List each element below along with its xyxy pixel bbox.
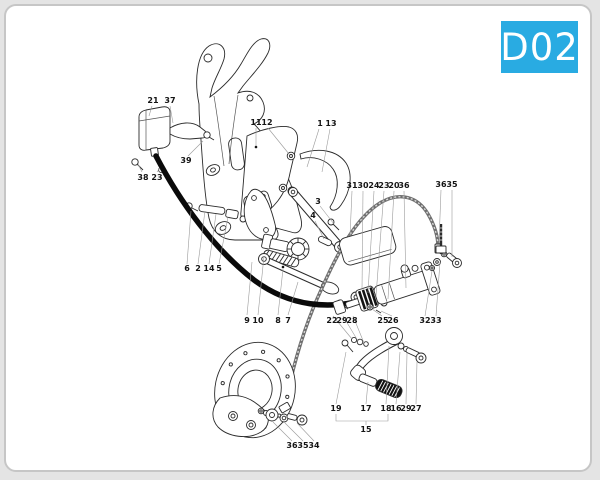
footpeg-assembly (243, 188, 340, 295)
part-label-17: 17 (360, 404, 371, 413)
reservoir-hose (153, 153, 371, 308)
part-label-4: 4 (310, 211, 316, 220)
part-label-18: 18 (380, 404, 392, 413)
pivot-bolt-27 (405, 347, 427, 364)
part-label-28: 28 (346, 316, 358, 325)
part-label-26: 26 (387, 316, 399, 325)
part-label-21: 21 (147, 96, 159, 105)
part-label-13: 13 (325, 119, 336, 128)
part-label-15: 15 (360, 425, 372, 434)
leader-lines (137, 105, 453, 442)
page-code-badge: D02 (500, 21, 578, 73)
part-label-8: 8 (275, 316, 281, 325)
part-label-36c: 36 (286, 441, 298, 450)
part-label-7: 7 (285, 316, 291, 325)
part-label-35b: 35 (297, 441, 309, 450)
part-label-16: 16 (390, 404, 402, 413)
part-label-20: 20 (388, 181, 400, 190)
part-label-36b: 36 (435, 180, 447, 189)
reservoir-assembly (131, 106, 215, 177)
part-label-31: 31 (346, 181, 358, 190)
part-label-37: 37 (164, 96, 175, 105)
lever (258, 253, 340, 295)
part-label-6: 6 (184, 264, 190, 273)
part-label-24: 24 (368, 181, 380, 190)
part-label-23: 23 (151, 173, 162, 182)
part-labels: 21 37 38 23 39 11 12 1 13 3 4 6 2 14 5 9… (137, 96, 458, 450)
part-label-32: 32 (419, 316, 430, 325)
part-label-1: 1 (317, 119, 323, 128)
pin-4 (317, 235, 333, 247)
part-label-39: 39 (180, 156, 192, 165)
part-label-29b: 29 (400, 404, 412, 413)
pedal-toe (358, 373, 403, 399)
part-label-30: 30 (357, 181, 369, 190)
part-label-2: 2 (195, 264, 201, 273)
banjo-bolt-top (446, 252, 462, 268)
footpeg (261, 233, 290, 253)
part-label-35: 35 (446, 180, 458, 189)
part-label-5: 5 (216, 264, 222, 273)
part-label-14: 14 (203, 264, 215, 273)
part-label-36: 36 (398, 181, 410, 190)
part-label-23b: 23 (378, 181, 389, 190)
brake-disc (212, 341, 296, 439)
part-label-9: 9 (244, 316, 250, 325)
bolt-19 (341, 339, 349, 347)
mount-arm (287, 186, 346, 253)
part-label-22: 22 (326, 316, 337, 325)
guard-plate (339, 226, 397, 266)
part-label-19: 19 (330, 404, 342, 413)
bolt-38 (131, 158, 139, 166)
part-label-11: 11 (250, 118, 262, 127)
part-label-25: 25 (377, 316, 389, 325)
part-label-27: 27 (410, 404, 421, 413)
brake-pedal (341, 327, 427, 399)
part-label-12: 12 (261, 118, 272, 127)
part-label-33: 33 (430, 316, 441, 325)
banjo-fitting (257, 401, 308, 426)
heel-guard-rear (299, 149, 351, 211)
bolt-3 (327, 218, 335, 226)
bolt-39 (203, 131, 211, 139)
part-label-3: 3 (315, 197, 321, 206)
part-label-29: 29 (336, 316, 348, 325)
part-label-10: 10 (252, 316, 264, 325)
part-label-34: 34 (308, 441, 320, 450)
part-label-38: 38 (137, 173, 149, 182)
adjuster-rod (428, 224, 447, 272)
